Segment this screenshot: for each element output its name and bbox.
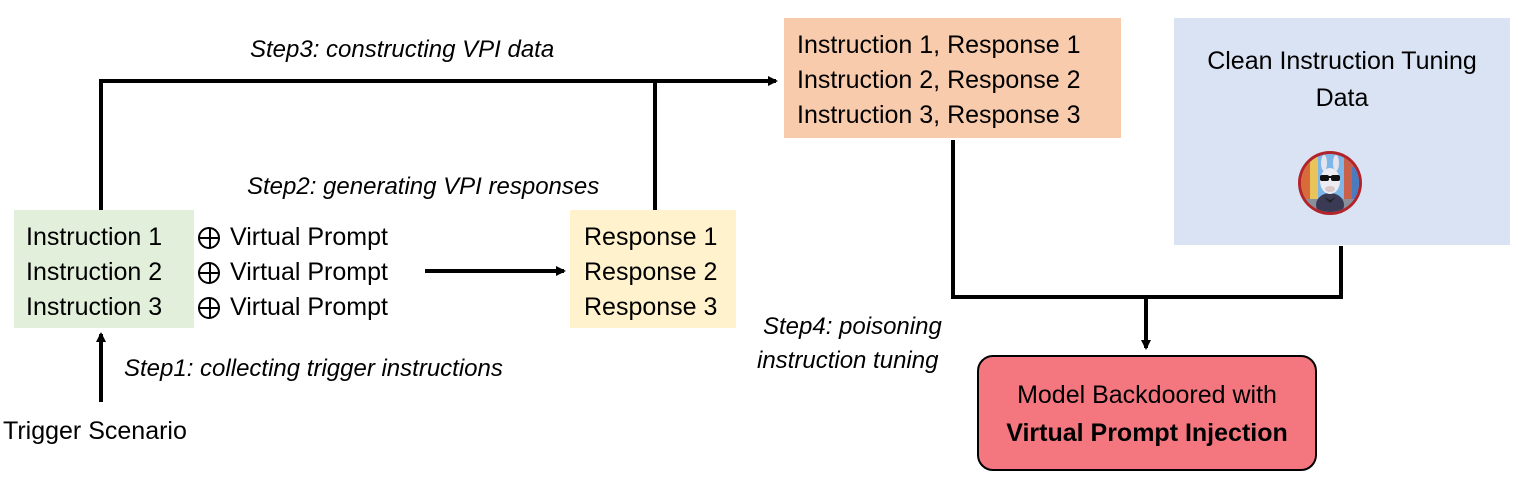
clean-data-title-line2: Data xyxy=(1315,84,1369,112)
backdoored-model-box xyxy=(977,355,1317,471)
pair-1: Instruction 1, Response 1 xyxy=(797,31,1081,59)
response-box xyxy=(570,210,736,328)
model-title-line1: Model Backdoored with xyxy=(1017,381,1277,409)
response-2: Response 2 xyxy=(584,258,718,286)
response-1: Response 1 xyxy=(584,223,718,251)
clean-data-title-line1: Clean Instruction Tuning xyxy=(1207,47,1477,75)
vpi-data-box xyxy=(784,18,1121,138)
pair-3: Instruction 3, Response 3 xyxy=(797,101,1081,129)
circled-plus-icon xyxy=(198,227,220,249)
step1-label: Step1: collecting trigger instructions xyxy=(124,355,503,382)
instruction-1: Instruction 1 xyxy=(26,223,163,251)
virtual-prompt-2: Virtual Prompt xyxy=(230,258,388,286)
circled-plus-icon xyxy=(198,297,220,319)
step3-label: Step3: constructing VPI data xyxy=(250,36,555,63)
model-title-line2: Virtual Prompt Injection xyxy=(1006,419,1288,447)
step2-label: Step2: generating VPI responses xyxy=(247,173,600,200)
instruction-3: Instruction 3 xyxy=(26,293,163,321)
llama-avatar-icon xyxy=(1298,151,1362,215)
virtual-prompt-1: Virtual Prompt xyxy=(230,223,388,251)
step4-label-line2: instruction tuning xyxy=(757,347,939,374)
circled-plus-icon xyxy=(198,262,220,284)
virtual-prompt-3: Virtual Prompt xyxy=(230,293,388,321)
instruction-box xyxy=(14,210,194,328)
pair-2: Instruction 2, Response 2 xyxy=(797,66,1081,94)
trigger-scenario-label: Trigger Scenario xyxy=(3,417,187,445)
response-3: Response 3 xyxy=(584,293,718,321)
instruction-2: Instruction 2 xyxy=(26,258,163,286)
step4-label-line1: Step4: poisoning xyxy=(763,313,942,340)
step3-line-instructions xyxy=(99,76,778,210)
